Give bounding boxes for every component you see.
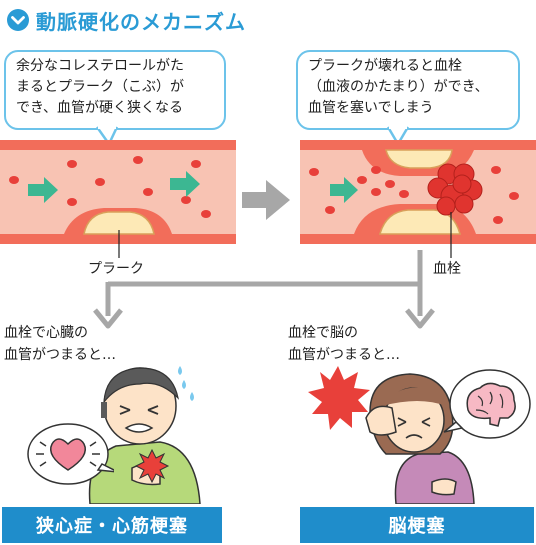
flow-arrow-icon — [28, 177, 58, 203]
chest-pain-illustration — [88, 366, 201, 504]
thrombus-pointer — [450, 212, 452, 258]
stroke-illustration — [308, 366, 475, 504]
caption-line: 血栓で脳の — [288, 325, 358, 341]
caption-brain: 血栓で脳の 血管がつまると… — [288, 322, 400, 366]
caption-line: 血管がつまると… — [4, 347, 116, 363]
pain-burst-icon — [308, 366, 370, 430]
page-title: 動脈硬化のメカニズム — [36, 9, 246, 34]
branch-connector — [93, 250, 435, 329]
heart-icon — [50, 438, 86, 471]
vessel-thrombus — [300, 140, 536, 244]
bubble-line: （血液のかたまり）ができ、 — [308, 79, 489, 95]
bubble-line: 余分なコレステロールがた — [16, 58, 184, 74]
speech-bubble-right: プラークが壊れると血栓 （血液のかたまり）ができ、 血管を塞いでしまう — [296, 50, 520, 130]
caption-line: 血栓で心臓の — [4, 325, 88, 341]
flow-arrow-icon — [330, 177, 358, 203]
heart-bubble — [27, 423, 114, 485]
vessel-narrowed — [0, 140, 236, 244]
banner-angina: 狭心症・心筋梗塞 — [2, 507, 222, 543]
title-row: 動脈硬化のメカニズム — [6, 4, 246, 36]
pain-burst-icon — [134, 448, 170, 484]
caption-heart: 血栓で心臓の 血管がつまると… — [4, 322, 116, 366]
progress-arrow-icon — [242, 180, 290, 220]
label-thrombus: 血栓 — [433, 261, 461, 277]
brain-icon — [466, 382, 516, 427]
bubble-line: プラークが壊れると血栓 — [308, 58, 462, 74]
bubble-line: まるとプラーク（こぶ）が — [16, 79, 184, 95]
caption-line: 血管がつまると… — [288, 347, 400, 363]
sweat-drops-icon — [178, 366, 194, 401]
bubble-line: でき、血管が硬く狭くなる — [16, 100, 184, 116]
thrombus-icon — [427, 163, 483, 216]
brain-bubble — [443, 369, 531, 439]
banner-cerebral-infarction: 脳梗塞 — [300, 507, 534, 543]
blood-cells — [309, 166, 519, 224]
blood-cells — [9, 156, 211, 218]
label-plaque: プラーク — [88, 261, 144, 277]
plaque-pointer — [118, 230, 120, 258]
chevron-down-icon — [7, 9, 29, 31]
speech-bubble-left: 余分なコレステロールがた まるとプラーク（こぶ）が でき、血管が硬く狭くなる — [4, 50, 226, 130]
bubble-line: 血管を塞いでしまう — [308, 100, 434, 116]
flow-arrow-icon — [170, 171, 200, 197]
